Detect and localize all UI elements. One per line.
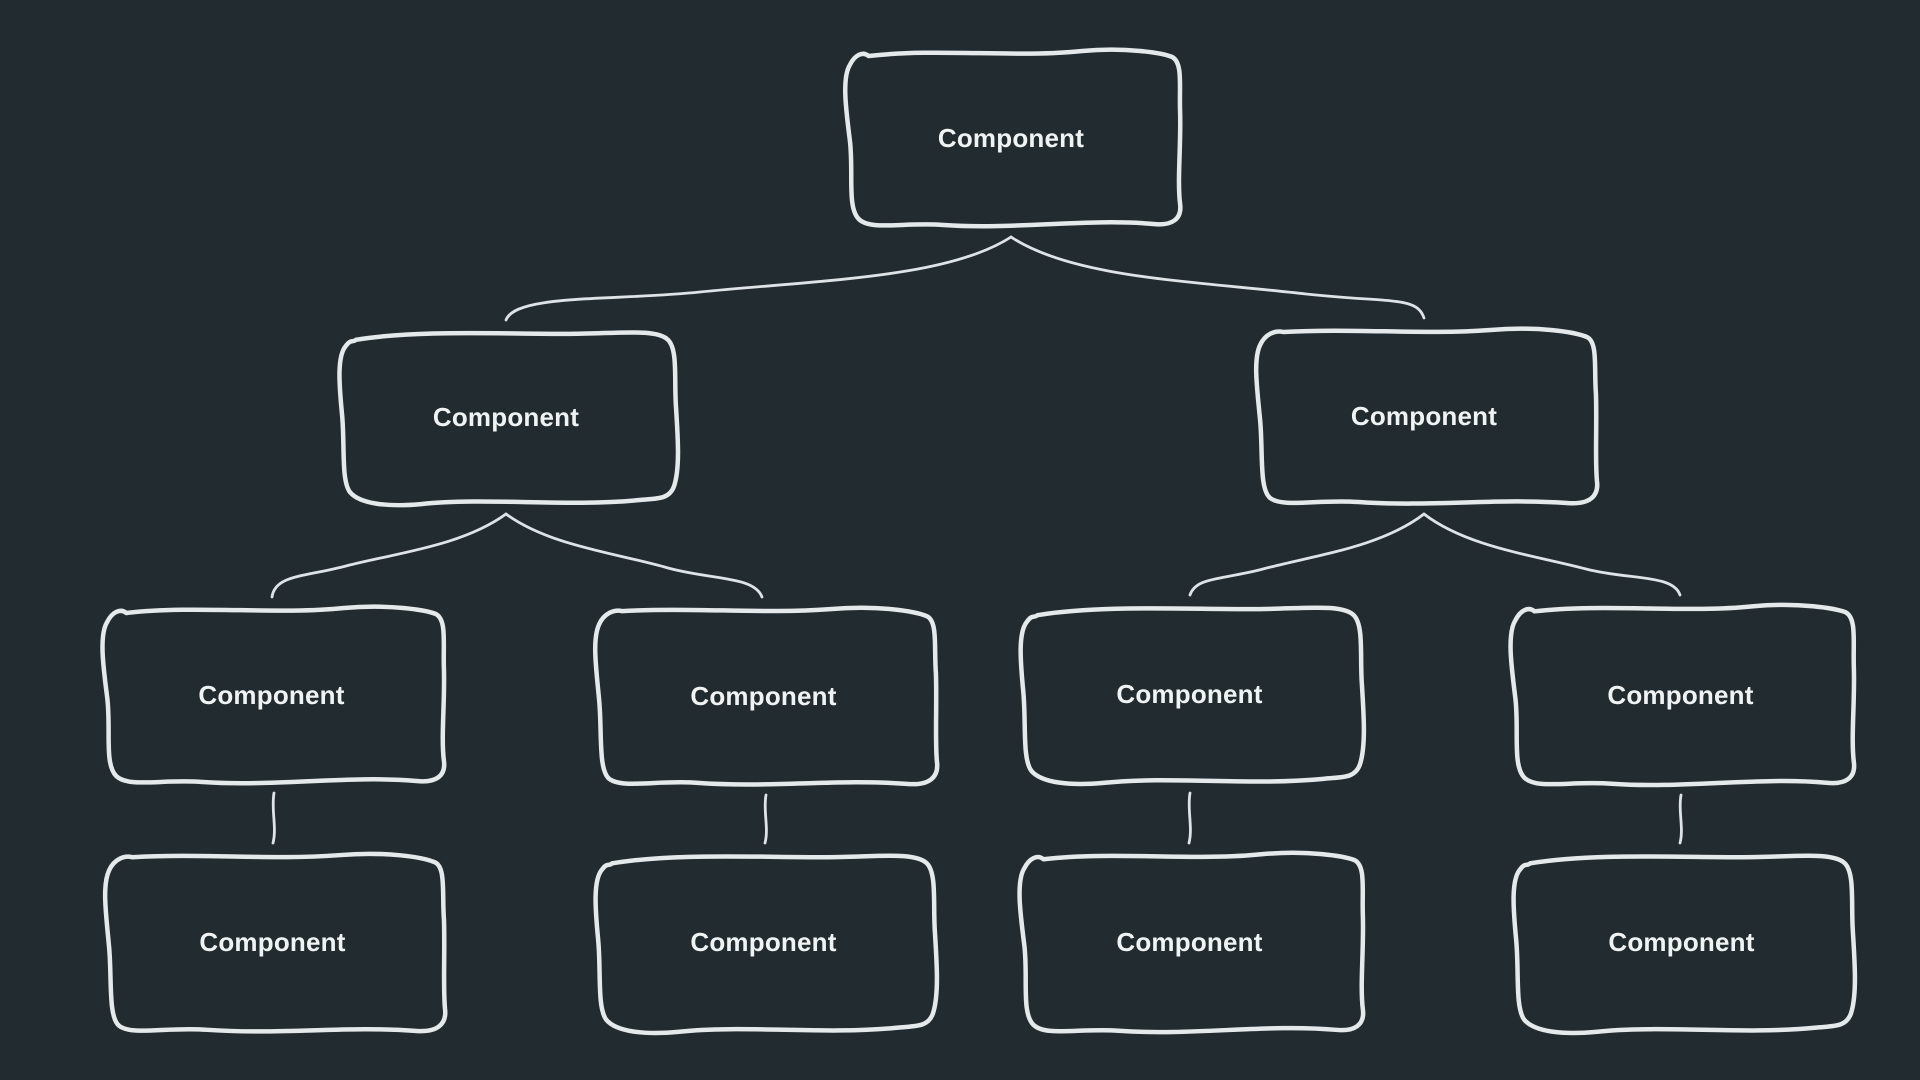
node-label: Component — [690, 680, 837, 711]
tree-node-l4-3[interactable]: Component — [1007, 843, 1372, 1042]
node-label: Component — [690, 927, 837, 957]
node-label: Component — [1116, 927, 1263, 957]
node-border-sketch — [1500, 843, 1863, 1042]
edge-c2-g2 — [763, 793, 768, 845]
tree-node-l2-left[interactable]: Component — [326, 320, 686, 514]
node-label: Component — [1350, 400, 1498, 431]
edge-l2r-c4 — [1422, 512, 1682, 597]
tree-node-l3-3[interactable]: Component — [1007, 595, 1372, 793]
node-label: Component — [937, 122, 1085, 153]
node-label: Component — [1608, 927, 1755, 957]
node-label: Component — [432, 401, 580, 432]
tree-node-l3-4[interactable]: Component — [1498, 595, 1863, 795]
edge-root-left — [504, 235, 1013, 322]
tree-node-l4-4[interactable]: Component — [1500, 843, 1863, 1042]
node-border-sketch — [326, 320, 686, 514]
node-label: Component — [198, 679, 345, 710]
node-border-sketch — [1243, 318, 1605, 514]
tree-node-l4-2[interactable]: Component — [582, 843, 945, 1042]
tree-node-l3-2[interactable]: Component — [582, 597, 945, 795]
edge-l2l-c1 — [270, 512, 508, 599]
node-label: Component — [1116, 678, 1263, 709]
node-border-sketch — [582, 843, 945, 1042]
edge-c1-g1 — [271, 791, 276, 845]
node-border-sketch — [1498, 595, 1863, 795]
node-label: Component — [199, 927, 346, 957]
edge-root-right — [1009, 235, 1426, 320]
node-border-sketch — [1007, 595, 1372, 793]
edge-c3-g3 — [1187, 791, 1192, 845]
node-border-sketch — [90, 597, 453, 793]
tree-node-l4-1[interactable]: Component — [92, 843, 453, 1042]
edge-l2l-c2 — [504, 512, 764, 599]
edge-c4-g4 — [1678, 793, 1683, 845]
node-border-sketch — [582, 597, 945, 795]
tree-node-root[interactable]: Component — [833, 40, 1189, 236]
node-border-sketch — [833, 40, 1189, 236]
node-label: Component — [1607, 679, 1754, 710]
edge-l2r-c3 — [1188, 512, 1426, 597]
tree-node-l2-right[interactable]: Component — [1243, 318, 1605, 514]
node-border-sketch — [1007, 843, 1372, 1042]
tree-node-l3-1[interactable]: Component — [90, 597, 453, 793]
node-border-sketch — [92, 843, 453, 1042]
